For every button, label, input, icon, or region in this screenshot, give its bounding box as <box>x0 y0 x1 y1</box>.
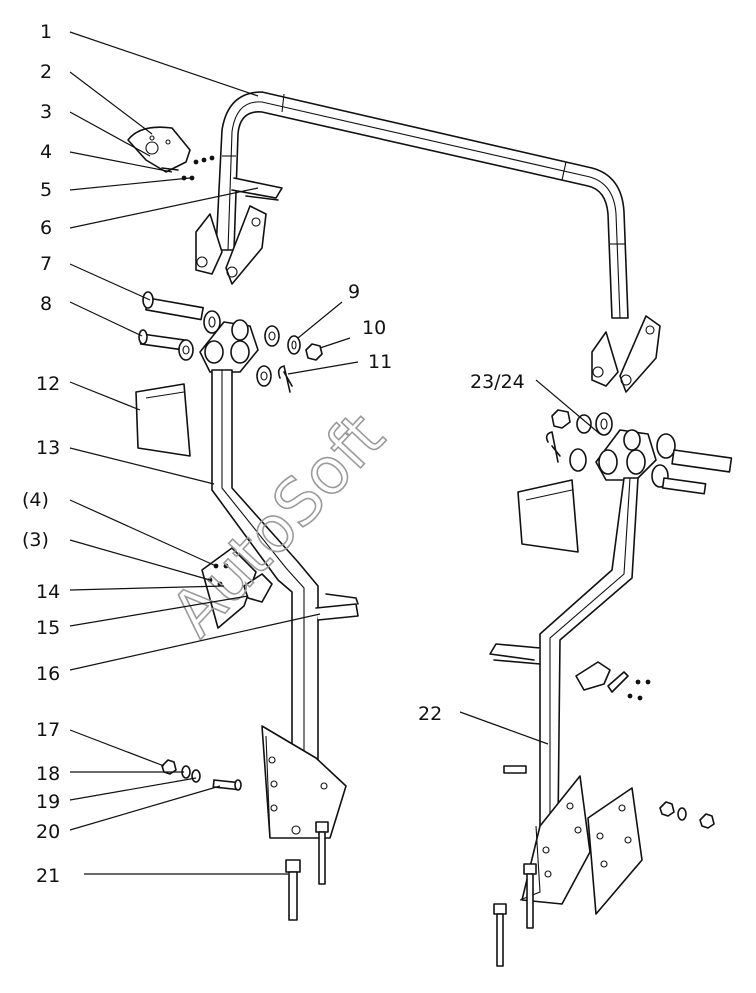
right-hinge-hardware <box>545 409 733 495</box>
callout-21: 21 <box>36 865 60 887</box>
leader-lines <box>69 31 601 875</box>
u-bolt-left <box>315 593 359 621</box>
callout-labels: 1 2 3 4 5 6 7 8 9 10 11 12 13 (4) (3) 14… <box>22 21 525 887</box>
callout-11: 11 <box>368 351 392 373</box>
right-upright <box>519 477 643 915</box>
decal-left <box>135 383 191 457</box>
callout-4-ref: (4) <box>22 489 49 511</box>
callout-15: 15 <box>36 617 60 639</box>
callout-20: 20 <box>36 821 60 843</box>
callout-19: 19 <box>36 791 60 813</box>
callout-1: 1 <box>40 21 52 43</box>
left-side-plate <box>201 547 273 629</box>
callout-12: 12 <box>36 373 60 395</box>
callout-2: 2 <box>40 61 52 83</box>
callout-9: 9 <box>348 281 360 303</box>
watermark-text: AutoSoft <box>158 399 400 650</box>
callout-7: 7 <box>40 253 52 275</box>
callout-4: 4 <box>40 141 52 163</box>
callout-8: 8 <box>40 293 52 315</box>
right-side-bracket <box>503 661 715 829</box>
u-bolt-right <box>489 643 541 665</box>
callout-16: 16 <box>36 663 60 685</box>
right-long-bolts <box>493 863 537 967</box>
left-hinge-hardware <box>138 291 323 393</box>
left-small-fasteners <box>161 759 242 791</box>
callout-17: 17 <box>36 719 60 741</box>
callout-5: 5 <box>40 179 52 201</box>
callout-13: 13 <box>36 437 60 459</box>
callout-18: 18 <box>36 763 60 785</box>
left-long-bolts <box>285 821 329 921</box>
callout-23-24: 23/24 <box>470 371 525 393</box>
u-clip-top <box>231 177 283 201</box>
callout-22: 22 <box>418 703 442 725</box>
callout-6: 6 <box>40 217 52 239</box>
roll-bar-top <box>195 91 661 393</box>
callout-3-ref: (3) <box>22 529 49 551</box>
callout-10: 10 <box>362 317 386 339</box>
callout-3: 3 <box>40 101 52 123</box>
callout-14: 14 <box>36 581 60 603</box>
